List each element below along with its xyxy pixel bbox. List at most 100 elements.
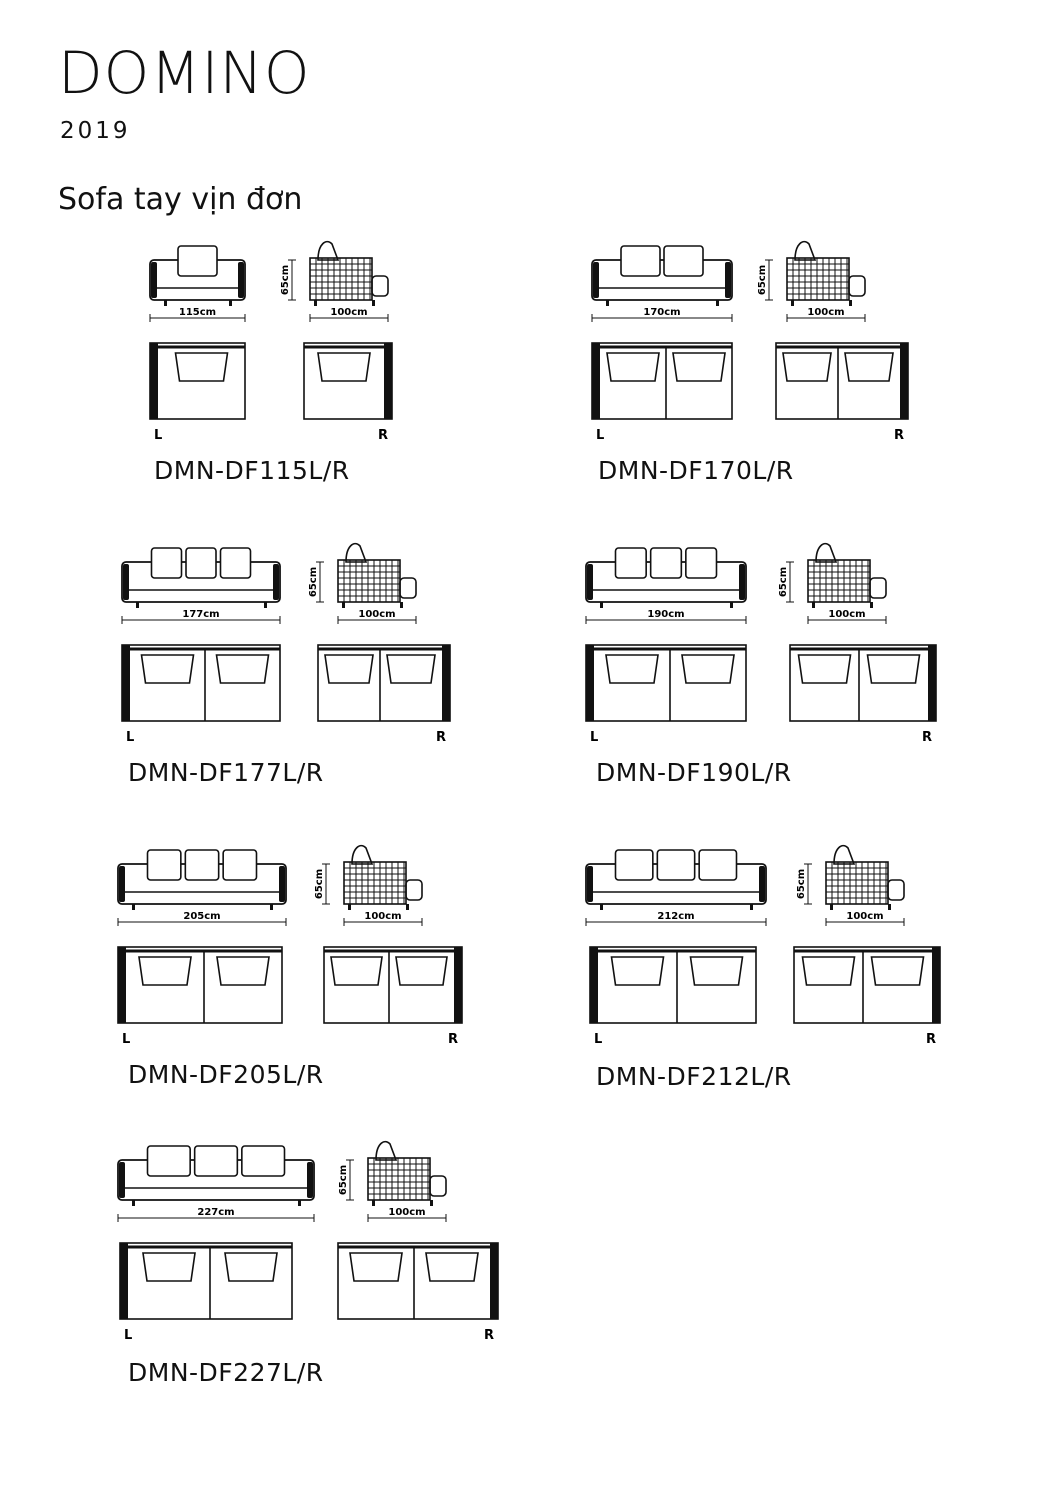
- width-label: 177cm: [182, 609, 219, 620]
- plan-arm: [592, 343, 600, 419]
- back-cushion: [222, 849, 258, 881]
- back-cushion: [620, 245, 661, 277]
- model-name: DMN-DF227L/R: [128, 1358, 324, 1387]
- front-view: 227cm: [117, 1145, 315, 1222]
- back-cushion: [185, 547, 217, 579]
- sofa-leg: [270, 904, 273, 910]
- pillow: [610, 956, 665, 986]
- arm-left: [123, 564, 129, 600]
- sofa-leg: [406, 904, 409, 910]
- side-arm: [848, 275, 866, 297]
- depth-label: 65cm: [280, 265, 291, 295]
- sofa-leg: [164, 300, 167, 306]
- front-view: 115cm: [149, 245, 246, 322]
- left-label: L: [590, 730, 598, 745]
- sofa-leg: [888, 904, 891, 910]
- pillow: [324, 654, 374, 684]
- sofa-leg: [716, 300, 719, 306]
- depth-label: 65cm: [338, 1165, 349, 1195]
- side-label: 100cm: [388, 1207, 425, 1218]
- back-cushion: [146, 1145, 191, 1177]
- plan-view-left: L: [119, 1242, 293, 1343]
- sofa-leg: [730, 602, 733, 608]
- sofa-leg: [791, 300, 794, 306]
- pillow: [395, 956, 448, 986]
- plan-arm: [150, 343, 158, 419]
- front-view: 177cm: [121, 547, 281, 624]
- sofa-leg: [870, 602, 873, 608]
- back-cushion: [241, 1145, 286, 1177]
- pillow: [216, 956, 270, 986]
- left-label: L: [594, 1032, 602, 1047]
- side-cushion: [794, 240, 817, 261]
- sofa-leg: [812, 602, 815, 608]
- sofa-leg: [400, 602, 403, 608]
- pillow: [386, 654, 436, 684]
- plan-view-right: R: [317, 644, 451, 745]
- width-label: 170cm: [643, 307, 680, 318]
- arm-left: [593, 262, 599, 298]
- back-cushion: [698, 849, 738, 881]
- side-arm: [371, 275, 389, 297]
- sofa-leg: [132, 1200, 135, 1206]
- front-view: 190cm: [585, 547, 747, 624]
- left-label: L: [124, 1328, 132, 1343]
- width-label: 205cm: [183, 911, 220, 922]
- sofa-leg: [372, 1200, 375, 1206]
- side-label: 100cm: [846, 911, 883, 922]
- model-name: DMN-DF115L/R: [154, 456, 350, 485]
- pillow: [801, 956, 856, 986]
- pillow: [870, 956, 925, 986]
- pillow: [138, 956, 192, 986]
- back-cushion: [649, 547, 683, 579]
- arm-left: [119, 1162, 125, 1198]
- depth-label: 65cm: [778, 567, 789, 597]
- sofa-leg: [342, 602, 345, 608]
- right-label: R: [894, 428, 904, 443]
- plan-view-left: L: [591, 342, 733, 443]
- pillow: [782, 352, 832, 382]
- sofa-leg: [830, 904, 833, 910]
- right-label: R: [436, 730, 446, 745]
- back-cushion: [150, 547, 183, 579]
- arm-left: [119, 866, 125, 902]
- model-name: DMN-DF170L/R: [598, 456, 794, 485]
- side-cushion: [815, 542, 838, 563]
- side-cushion: [317, 240, 340, 261]
- plan-arm: [122, 645, 130, 721]
- side-cushion: [833, 844, 856, 865]
- plan-arm: [490, 1243, 498, 1319]
- brand-title: DOMINO: [58, 39, 311, 107]
- plan-arm: [120, 1243, 128, 1319]
- arm-right: [273, 564, 279, 600]
- section-title: Sofa tay vịn đơn: [58, 182, 303, 217]
- pillow: [672, 352, 726, 382]
- sofa-leg: [372, 300, 375, 306]
- plan-view-right: R: [337, 1242, 499, 1343]
- side-label: 100cm: [358, 609, 395, 620]
- sofa-leg: [430, 1200, 433, 1206]
- side-arm: [887, 879, 905, 901]
- arm-right: [739, 564, 745, 600]
- arm-right: [759, 866, 765, 902]
- pillow: [330, 956, 383, 986]
- pillow: [317, 352, 371, 382]
- side-label: 100cm: [807, 307, 844, 318]
- plan-view-left: L: [121, 644, 281, 745]
- sofa-leg: [229, 300, 232, 306]
- plan-view-left: L: [589, 946, 757, 1047]
- pillow: [844, 352, 894, 382]
- pillow: [174, 352, 229, 382]
- back-cushion: [614, 849, 654, 881]
- side-arm: [869, 577, 887, 599]
